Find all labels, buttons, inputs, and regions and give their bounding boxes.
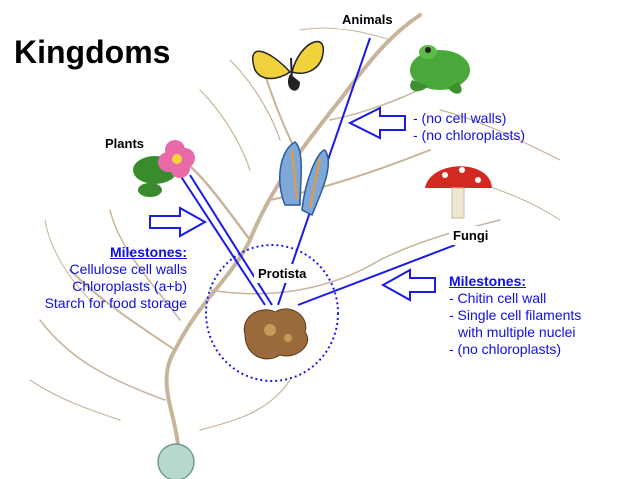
- label-animals: Animals: [338, 10, 397, 29]
- fungi-milestones-heading: Milestones:: [449, 273, 581, 290]
- sea-worm-icon: [280, 142, 329, 215]
- fungi-milestone-4: - (no chloroplasts): [449, 341, 581, 358]
- plant-milestones-heading: Milestones:: [14, 244, 187, 261]
- plant-milestone-2: Chloroplasts (a+b): [14, 278, 187, 295]
- label-fungi: Fungi: [449, 226, 492, 245]
- protist-icon: [244, 309, 307, 359]
- plant-milestone-3: Starch for food storage: [14, 295, 187, 312]
- plant-milestones: Milestones: Cellulose cell walls Chlorop…: [14, 244, 187, 312]
- sphere-icon: [158, 444, 194, 479]
- fungi-milestone-3: with multiple nuclei: [449, 324, 581, 341]
- fungi-milestones: Milestones: - Chitin cell wall - Single …: [449, 273, 581, 358]
- mushroom-icon: [425, 166, 492, 218]
- animal-note-1: - (no cell walls): [413, 110, 525, 127]
- label-protista: Protista: [254, 264, 310, 283]
- page-title: Kingdoms: [14, 34, 170, 71]
- fungi-milestone-2: - Single cell filaments: [449, 307, 581, 324]
- frog-icon: [410, 45, 470, 94]
- animal-notes: - (no cell walls) - (no chloroplasts): [413, 110, 525, 144]
- plant-milestone-1: Cellulose cell walls: [14, 261, 187, 278]
- butterfly-icon: [253, 42, 324, 91]
- animal-note-2: - (no chloroplasts): [413, 127, 525, 144]
- fungi-milestone-1: - Chitin cell wall: [449, 290, 581, 307]
- label-plants: Plants: [101, 134, 148, 153]
